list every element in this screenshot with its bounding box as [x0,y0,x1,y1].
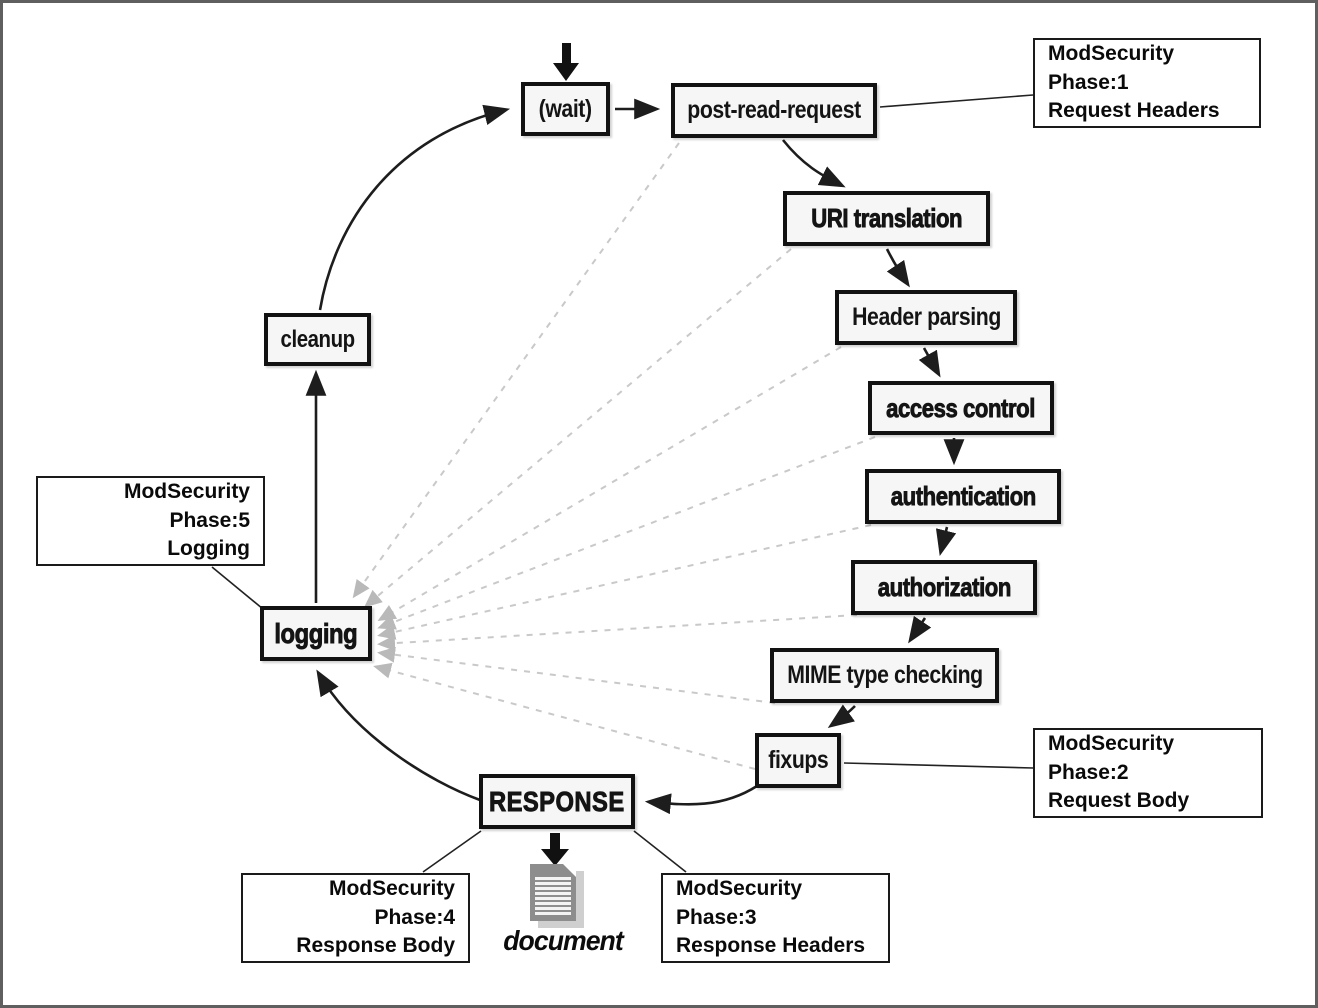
arrow-header-parsing-to-access-control [918,347,941,378]
connector-phase4-to-response [422,830,482,873]
arrow-fixups-to-response [644,784,758,815]
node-post-read-request-label: post-read-request [687,96,861,124]
callout-modsecurity-phase3: ModSecurity Phase:3 Response Headers [661,873,890,963]
response-to-document-arrow-icon [541,833,569,866]
connector-phase1-to-post-read-request [879,94,1034,108]
node-authentication-label: authentication [890,481,1036,512]
callout-phase3-line1: ModSecurity Phase:3 [676,877,803,929]
dashed-arrow-access-control-to-logging [377,436,876,630]
callout-phase1-line1: ModSecurity Phase:1 [1048,42,1175,94]
node-header-parsing-label: Header parsing [851,303,1001,331]
dashed-arrow-post-read-request-to-logging [352,142,680,599]
arrow-mime-type-checking-to-fixups [827,704,856,729]
document-icon-text-lines [535,877,571,915]
callout-phase2-line2: Request Body [1048,789,1190,813]
node-cleanup: cleanup [264,313,371,366]
node-response-label: RESPONSE [489,785,625,817]
callout-phase1-line2: Request Headers [1048,99,1220,123]
node-fixups-label: fixups [767,746,829,774]
node-header-parsing: Header parsing [835,290,1017,345]
document-label: document [503,925,623,956]
node-mime-type-checking: MIME type checking [770,648,999,703]
callout-phase5-line2: Logging [167,537,250,561]
callout-phase2-line1: ModSecurity Phase:2 [1048,732,1175,784]
node-mime-type-checking-label: MIME type checking [786,661,983,689]
entry-arrow-icon [553,43,579,81]
arrow-response-to-logging [316,669,481,802]
callout-modsecurity-phase5: ModSecurity Phase:5 Logging [36,476,265,566]
connector-phase2-to-fixups [843,762,1034,769]
callout-modsecurity-phase4: ModSecurity Phase:4 Response Body [241,873,470,963]
callout-phase5-line1: ModSecurity Phase:5 [123,480,250,532]
callout-modsecurity-phase1: ModSecurity Phase:1 Request Headers [1033,38,1261,128]
callout-phase4-line1: ModSecurity Phase:4 [328,877,455,929]
node-authorization: authorization [851,560,1037,615]
dashed-arrow-header-parsing-to-logging [377,346,842,622]
node-uri-translation-label: URI translation [811,203,963,234]
dashed-arrow-mime-type-checking-to-logging [377,646,776,704]
callout-phase4-line2: Response Body [296,934,455,958]
callout-phase3-line2: Response Headers [676,934,866,958]
node-fixups: fixups [755,733,841,788]
node-authentication: authentication [865,469,1061,524]
callout-modsecurity-phase2: ModSecurity Phase:2 Request Body [1033,728,1263,818]
dashed-arrow-fixups-to-logging [373,662,756,770]
node-logging-label: logging [274,617,358,649]
node-access-control-label: access control [886,392,1036,423]
node-uri-translation: URI translation [783,191,990,246]
arrow-uri-translation-to-header-parsing [885,248,910,288]
connector-phase3-to-response [633,830,687,873]
node-post-read-request: post-read-request [671,83,877,138]
node-access-control: access control [868,381,1054,435]
arrow-authorization-to-mime-type-checking [908,615,932,644]
arrow-cleanup-to-wait [318,104,511,311]
dashed-arrow-uri-translation-to-logging [363,248,792,608]
dashed-arrow-authentication-to-logging [377,524,872,640]
node-authorization-label: authorization [877,572,1011,603]
node-logging: logging [260,606,372,661]
arrow-post-read-request-to-uri-translation [781,139,846,188]
document-icon [530,864,576,921]
node-cleanup-label: cleanup [280,325,355,353]
arrow-authentication-to-authorization [935,526,957,557]
dashed-arrow-authorization-to-logging [377,614,858,652]
node-response: RESPONSE [479,774,635,829]
node-wait: (wait) [521,82,610,136]
node-wait-label: (wait) [539,94,592,123]
diagram-connectors [211,43,1034,873]
connector-phase5-to-logging [211,566,264,610]
